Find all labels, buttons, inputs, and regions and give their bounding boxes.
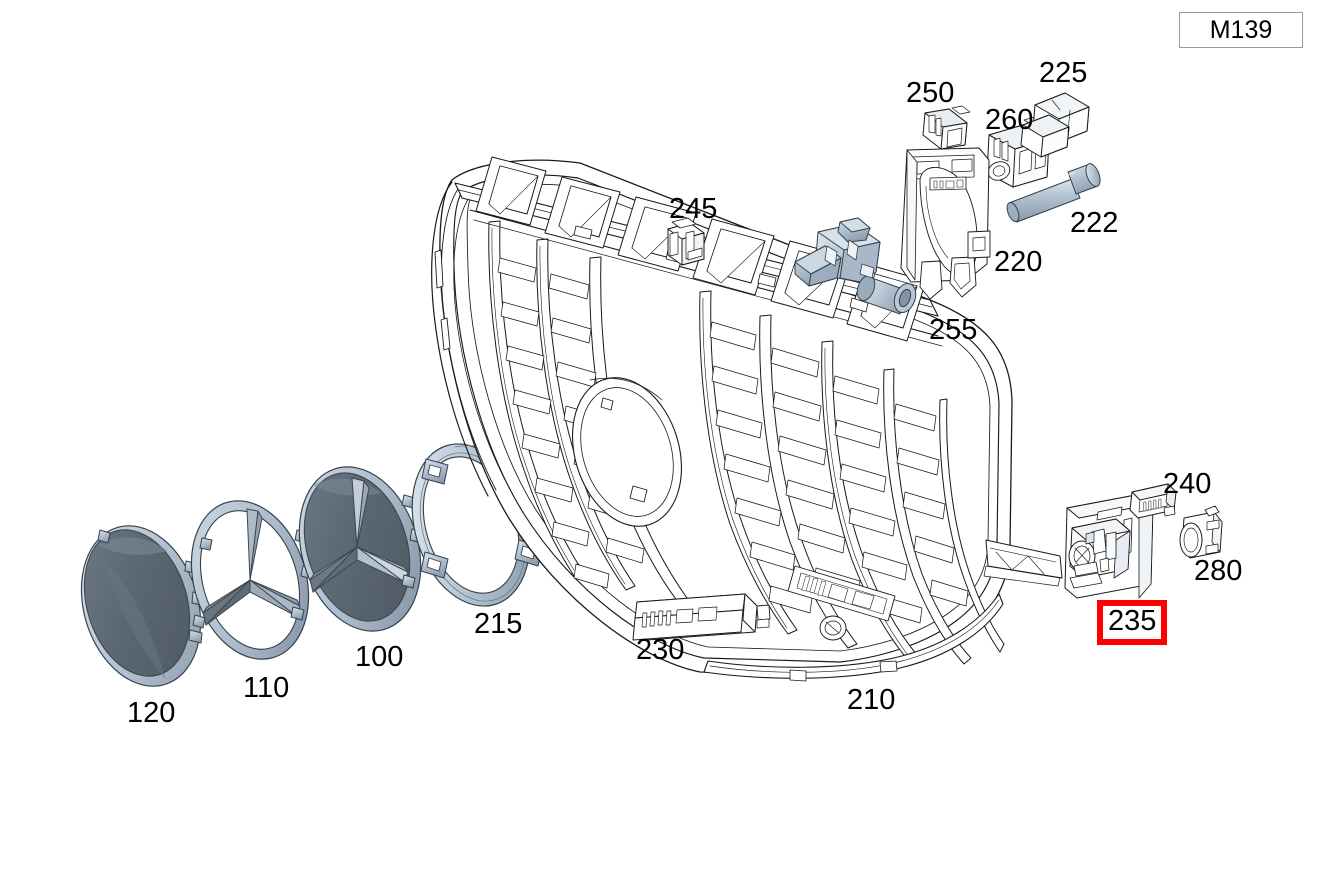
callout-120[interactable]: 120 xyxy=(127,697,176,729)
part-222-mounting-pin xyxy=(1006,163,1101,223)
part-240-clip-strip xyxy=(1129,483,1177,519)
part-230-rail-module xyxy=(632,593,771,641)
callout-240[interactable]: 240 xyxy=(1163,468,1212,500)
callout-110[interactable]: 110 xyxy=(243,672,290,704)
callout-235[interactable]: 235 xyxy=(1097,600,1168,645)
callout-230[interactable]: 230 xyxy=(636,634,685,666)
part-245-grille-clip xyxy=(667,217,705,266)
part-280-parking-sensor xyxy=(1179,505,1223,559)
part-220-sensor-bracket xyxy=(900,147,991,300)
callout-250[interactable]: 250 xyxy=(906,77,955,109)
callout-100[interactable]: 100 xyxy=(355,641,404,673)
part-235-sensor-carrier xyxy=(1064,493,1154,599)
callout-215[interactable]: 215 xyxy=(474,608,523,640)
callout-210[interactable]: 210 xyxy=(847,684,896,716)
callout-280[interactable]: 280 xyxy=(1194,555,1243,587)
part-110-star-ring xyxy=(190,500,316,660)
part-225-connector-housing xyxy=(1020,92,1090,158)
part-250-retainer-clip xyxy=(922,105,971,150)
callout-222[interactable]: 222 xyxy=(1070,207,1119,239)
model-badge: M139 xyxy=(1179,12,1303,48)
callout-260[interactable]: 260 xyxy=(985,104,1034,136)
callout-225[interactable]: 225 xyxy=(1039,57,1088,89)
part-100-star-emblem xyxy=(298,466,425,632)
part-120-cover-disc xyxy=(80,525,207,687)
callout-220[interactable]: 220 xyxy=(994,246,1043,278)
callout-255[interactable]: 255 xyxy=(929,314,978,346)
part-255-camera-bracket xyxy=(794,217,917,315)
callout-245[interactable]: 245 xyxy=(669,193,718,225)
